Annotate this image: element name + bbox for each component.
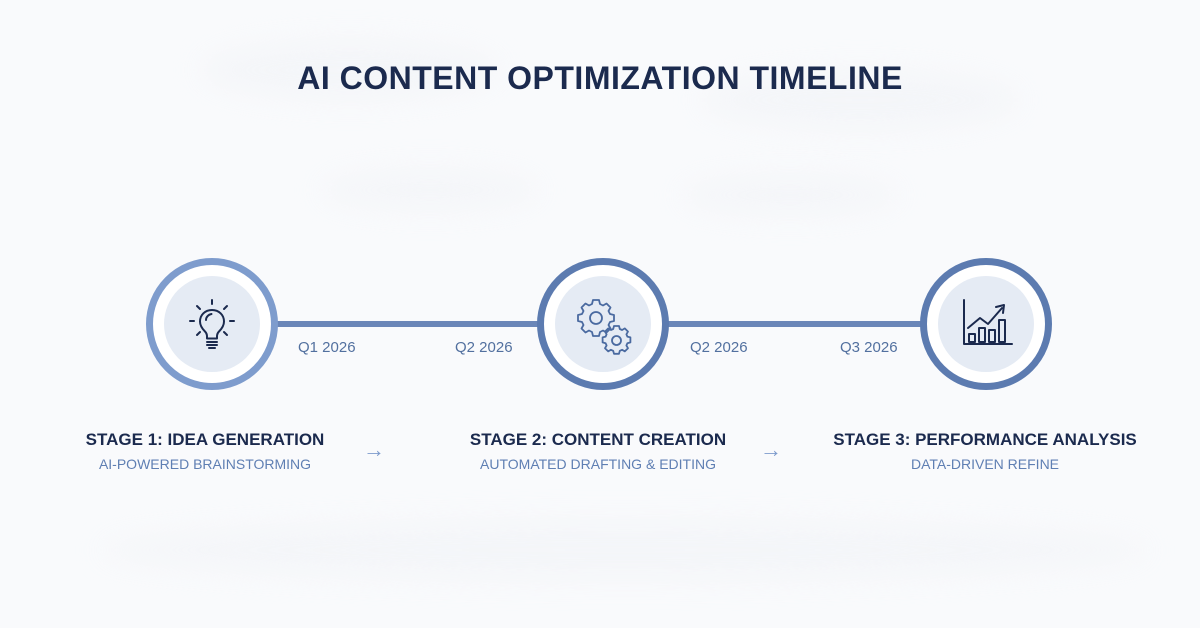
background-smudge bbox=[680, 175, 900, 215]
date-label: Q1 2026 bbox=[298, 339, 356, 356]
background-smudge bbox=[320, 170, 540, 210]
stage-3-label: STAGE 3: PERFORMANCE ANALYSIS DATA-DRIVE… bbox=[828, 430, 1142, 472]
background-smudge bbox=[100, 520, 1150, 580]
stage-2-subtitle: AUTOMATED DRAFTING & EDITING bbox=[480, 456, 716, 472]
stage-1-label: STAGE 1: IDEA GENERATION AI-POWERED BRAI… bbox=[78, 430, 332, 472]
background-smudge bbox=[700, 70, 1020, 130]
stage-1-title: STAGE 1: IDEA GENERATION bbox=[85, 430, 325, 449]
timeline-connector bbox=[272, 321, 542, 327]
stage-3-node-inner bbox=[938, 276, 1034, 372]
gears-icon bbox=[577, 299, 632, 355]
growth-chart-icon bbox=[963, 299, 1013, 345]
background-smudge bbox=[200, 40, 500, 100]
stage-2-label: STAGE 2: CONTENT CREATION AUTOMATED DRAF… bbox=[462, 430, 734, 472]
date-label: Q3 2026 bbox=[840, 339, 898, 356]
stage-3-title: STAGE 3: PERFORMANCE ANALYSIS bbox=[833, 430, 1137, 449]
timeline-connector bbox=[664, 321, 926, 327]
stage-2-node-inner bbox=[555, 276, 651, 372]
arrow-right-icon: → bbox=[760, 437, 782, 462]
arrow-right-icon: → bbox=[363, 437, 385, 462]
page-title: AI CONTENT OPTIMIZATION TIMELINE bbox=[297, 60, 903, 96]
date-label: Q2 2026 bbox=[690, 339, 748, 356]
stage-1-node-inner bbox=[164, 276, 260, 372]
stage-2-node bbox=[537, 258, 669, 390]
date-label: Q2 2026 bbox=[455, 339, 513, 356]
stage-1-node bbox=[146, 258, 278, 390]
stage-3-node bbox=[920, 258, 1052, 390]
stage-1-subtitle: AI-POWERED BRAINSTORMING bbox=[98, 456, 312, 472]
stage-2-title: STAGE 2: CONTENT CREATION bbox=[469, 430, 727, 449]
stage-3-subtitle: DATA-DRIVEN REFINE bbox=[910, 456, 1060, 472]
lightbulb-icon bbox=[189, 299, 235, 349]
